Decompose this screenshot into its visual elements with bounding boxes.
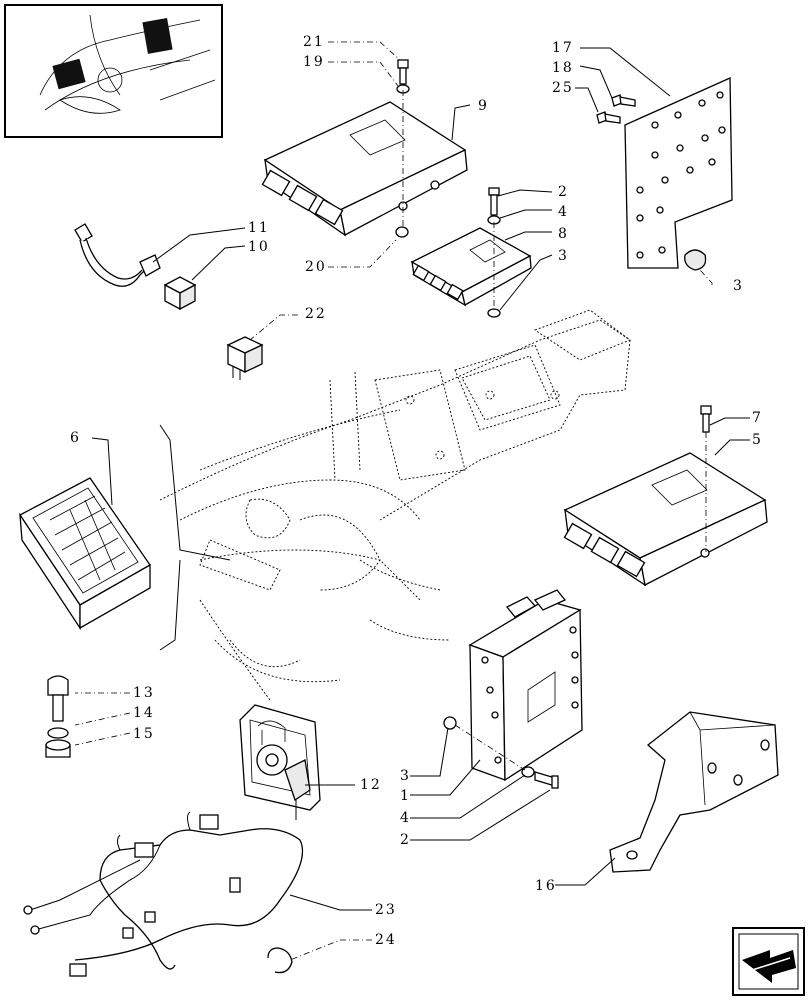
switch-12[interactable] [239, 704, 321, 820]
block-10[interactable] [163, 276, 197, 311]
callout-1: 1 [400, 788, 411, 804]
callout-19: 19 [303, 54, 325, 70]
callout-22: 22 [305, 306, 327, 322]
washer-14[interactable] [47, 727, 69, 739]
callout-25: 25 [552, 80, 574, 96]
washer-3[interactable] [443, 716, 457, 730]
leader-lines [74, 41, 750, 961]
washer-20[interactable] [395, 226, 409, 238]
screw-21[interactable] [397, 59, 409, 85]
screw-18[interactable] [611, 94, 636, 107]
callout-labels: 21 19 9 17 18 25 2 4 8 3 11 10 20 22 3 7… [70, 34, 763, 948]
callout-17: 17 [552, 40, 574, 56]
callout-18: 18 [552, 60, 574, 76]
callout-2: 2 [400, 832, 411, 848]
callout-13: 13 [133, 685, 155, 701]
callout-15: 15 [133, 726, 155, 742]
wiring-harness-23[interactable] [23, 811, 304, 977]
bolt-13[interactable] [47, 675, 69, 722]
callout-3-top: 3 [558, 248, 569, 264]
callout-11: 11 [248, 220, 270, 236]
callout-6: 6 [70, 430, 81, 446]
bolt-2[interactable] [534, 771, 559, 789]
washer-4[interactable] [521, 766, 535, 778]
callout-3: 3 [400, 768, 411, 784]
callout-23: 23 [375, 902, 397, 918]
cable-strap-11[interactable] [74, 223, 161, 287]
location-inset [4, 4, 223, 138]
callout-14: 14 [133, 705, 155, 721]
grommet-3[interactable] [684, 249, 707, 271]
ecu-module-vertical-1[interactable] [468, 589, 583, 782]
callout-10: 10 [248, 239, 270, 255]
callout-4: 4 [400, 810, 411, 826]
washer-3-top[interactable] [487, 308, 501, 318]
cab-background [159, 309, 631, 701]
screw-7[interactable] [700, 405, 712, 433]
callout-7: 7 [752, 410, 763, 426]
screw-25[interactable] [596, 111, 621, 124]
callout-5: 5 [752, 432, 763, 448]
screw-2-top[interactable] [488, 187, 500, 216]
callout-4-top: 4 [558, 204, 569, 220]
alignment-line [454, 724, 526, 771]
ecu-module-large-right[interactable] [563, 452, 768, 587]
callout-9: 9 [478, 98, 489, 114]
callout-8: 8 [558, 226, 569, 242]
display-panel-6[interactable] [19, 477, 151, 631]
callout-12: 12 [360, 777, 382, 793]
nut-15[interactable] [45, 739, 71, 758]
arrow-icon[interactable] [732, 927, 805, 996]
callout-16: 16 [535, 878, 557, 894]
callout-2-top: 2 [558, 184, 569, 200]
ecu-module-small-8[interactable] [410, 227, 532, 307]
callout-21: 21 [303, 34, 325, 50]
clip-24[interactable] [267, 947, 293, 974]
callout-24: 24 [375, 932, 397, 948]
mounting-plate-17[interactable] [624, 77, 733, 269]
callout-3-grommet: 3 [733, 278, 744, 294]
relay-22[interactable] [226, 336, 264, 380]
ecu-module-large-top[interactable] [261, 101, 468, 237]
bracket-16[interactable] [609, 711, 779, 873]
callout-20: 20 [305, 259, 327, 275]
